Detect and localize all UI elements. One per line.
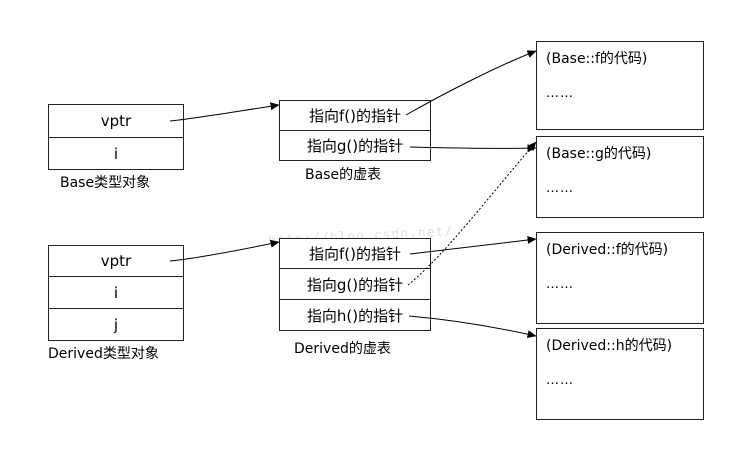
derived-object-caption: Derived类型对象 [48,346,159,362]
derived-vtable-caption: Derived的虚表 [294,341,391,357]
derived-vtable-entry-g: 指向g()的指针 [279,269,431,300]
derived-vtable-entry-h: 指向h()的指针 [279,300,431,331]
arrow-derived-vptr-to-vtable [169,239,280,262]
code-box-base-g: (Base::g的代码) …… [536,136,704,218]
code-box-ellipsis: …… [546,373,574,388]
arrow-base-vptr-to-vtable [169,102,280,122]
code-box-ellipsis: …… [546,277,574,292]
code-box-title: (Base::g的代码) [546,146,652,162]
code-box-derived-h: (Derived::h的代码) …… [536,328,704,420]
base-vtable-entry-g: 指向g()的指针 [279,131,431,161]
code-box-ellipsis: …… [546,181,574,196]
code-box-title: (Derived::f的代码) [546,242,669,258]
base-object-caption: Base类型对象 [60,175,151,191]
derived-vtable-entry-f: 指向f()的指针 [279,238,431,269]
base-vtable-entry-f: 指向f()的指针 [279,100,431,131]
code-box-title: (Base::f的代码) [546,51,648,67]
derived-object-i-cell: i [48,277,184,309]
code-box-title: (Derived::h的代码) [546,338,673,354]
base-object-vptr-cell: vptr [48,104,184,138]
code-box-ellipsis: …… [546,86,574,101]
derived-object-j-cell: j [48,309,184,341]
code-box-base-f: (Base::f的代码) …… [536,41,704,130]
code-box-derived-f: (Derived::f的代码) …… [536,232,704,324]
base-vtable-caption: Base的虚表 [305,167,382,183]
derived-object-vptr-cell: vptr [48,245,184,277]
base-object-i-cell: i [48,138,184,170]
